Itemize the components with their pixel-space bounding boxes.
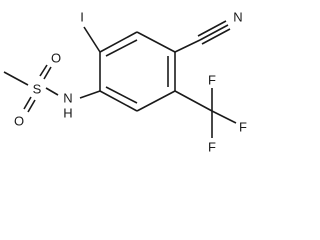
nitrile-group [174,20,231,53]
nitrile-triple-bond [201,28,231,45]
ring-bond [99,31,138,53]
methanesulfonamide-group [3,64,101,113]
nitrile-triple-bond [197,20,227,37]
cf3-ring-bond [174,90,213,112]
atom-label-iodine: I [80,10,84,25]
chemical-structure-diagram: I N N H S O O F F F [3,10,247,155]
benzene-ring [99,31,176,112]
sulfur-oxygen-double-bond [39,64,48,77]
ring-bond-inner [105,86,138,104]
cf-bond [211,110,237,124]
ring-bond [136,90,176,112]
atom-label-fluorine-top: F [208,73,216,88]
atom-label-fluorine-bottom: F [208,140,216,155]
nitrile-single-bond [174,39,201,53]
sulfur-oxygen-double-bond [23,96,32,110]
atom-label-nitrile-nitrogen: N [233,10,242,25]
ring-bond [136,31,176,53]
ring-bond-inner [105,39,138,57]
sulfur-oxygen-double-bond [43,66,52,80]
atom-label-amine-hydrogen: H [63,106,72,121]
atom-label-oxygen-bottom: O [14,114,24,129]
ring-bond [99,90,138,112]
atom-label-fluorine-right: F [239,120,247,135]
trifluoromethyl-group [174,88,237,138]
atom-label-sulfur: S [33,82,42,97]
atom-label-amine-nitrogen: N [63,91,72,106]
sulfur-methyl-bond [3,71,29,86]
atom-label-oxygen-top: O [51,51,61,66]
nitrile-triple-bond [199,24,229,41]
sulfur-oxygen-double-bond [27,99,36,113]
ring-nitrogen-bond [79,90,101,99]
nitrogen-sulfur-bond [45,87,59,96]
iodine-bond [83,26,101,53]
